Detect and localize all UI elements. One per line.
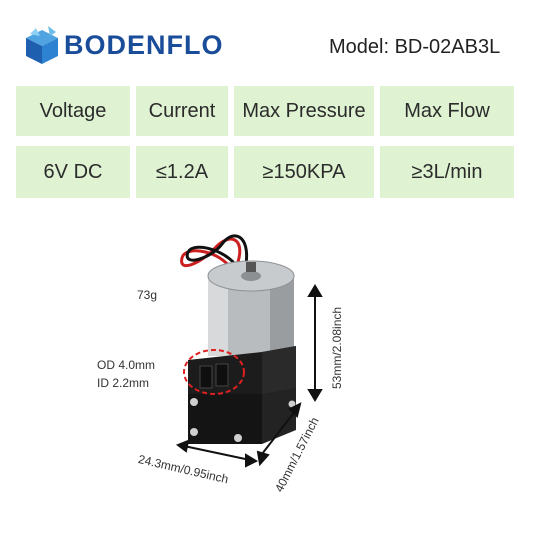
brand-logo: [26, 26, 58, 64]
cube-logo-icon: [26, 26, 58, 64]
height-arrow: [307, 284, 323, 402]
power-wires: [180, 234, 249, 273]
value-max-pressure: ≥150KPA: [234, 146, 374, 198]
model-number: Model: BD-02AB3L: [329, 36, 501, 58]
value-current: ≤1.2A: [136, 146, 228, 198]
pump-illustration: [175, 234, 323, 468]
weight-label: 73g: [137, 288, 158, 302]
height-dimension-label: 53mm/2.08inch: [330, 306, 344, 389]
header-max-flow: Max Flow: [380, 86, 514, 136]
motor-cylinder: [207, 260, 295, 356]
header-voltage: Voltage: [16, 86, 130, 136]
value-voltage: 6V DC: [16, 146, 130, 198]
value-max-flow: ≥3L/min: [380, 146, 514, 198]
inner-diameter-label: ID 2.2mm: [97, 376, 150, 390]
depth-arrow: [256, 402, 302, 467]
pump-head: [188, 346, 296, 444]
header-max-pressure: Max Pressure: [234, 86, 374, 136]
header-current: Current: [136, 86, 228, 136]
width-arrow: [175, 439, 259, 468]
outer-diameter-label: OD 4.0mm: [97, 358, 156, 372]
port-highlight-circle: [183, 349, 245, 395]
brand-name: BODENFLO: [64, 30, 224, 60]
